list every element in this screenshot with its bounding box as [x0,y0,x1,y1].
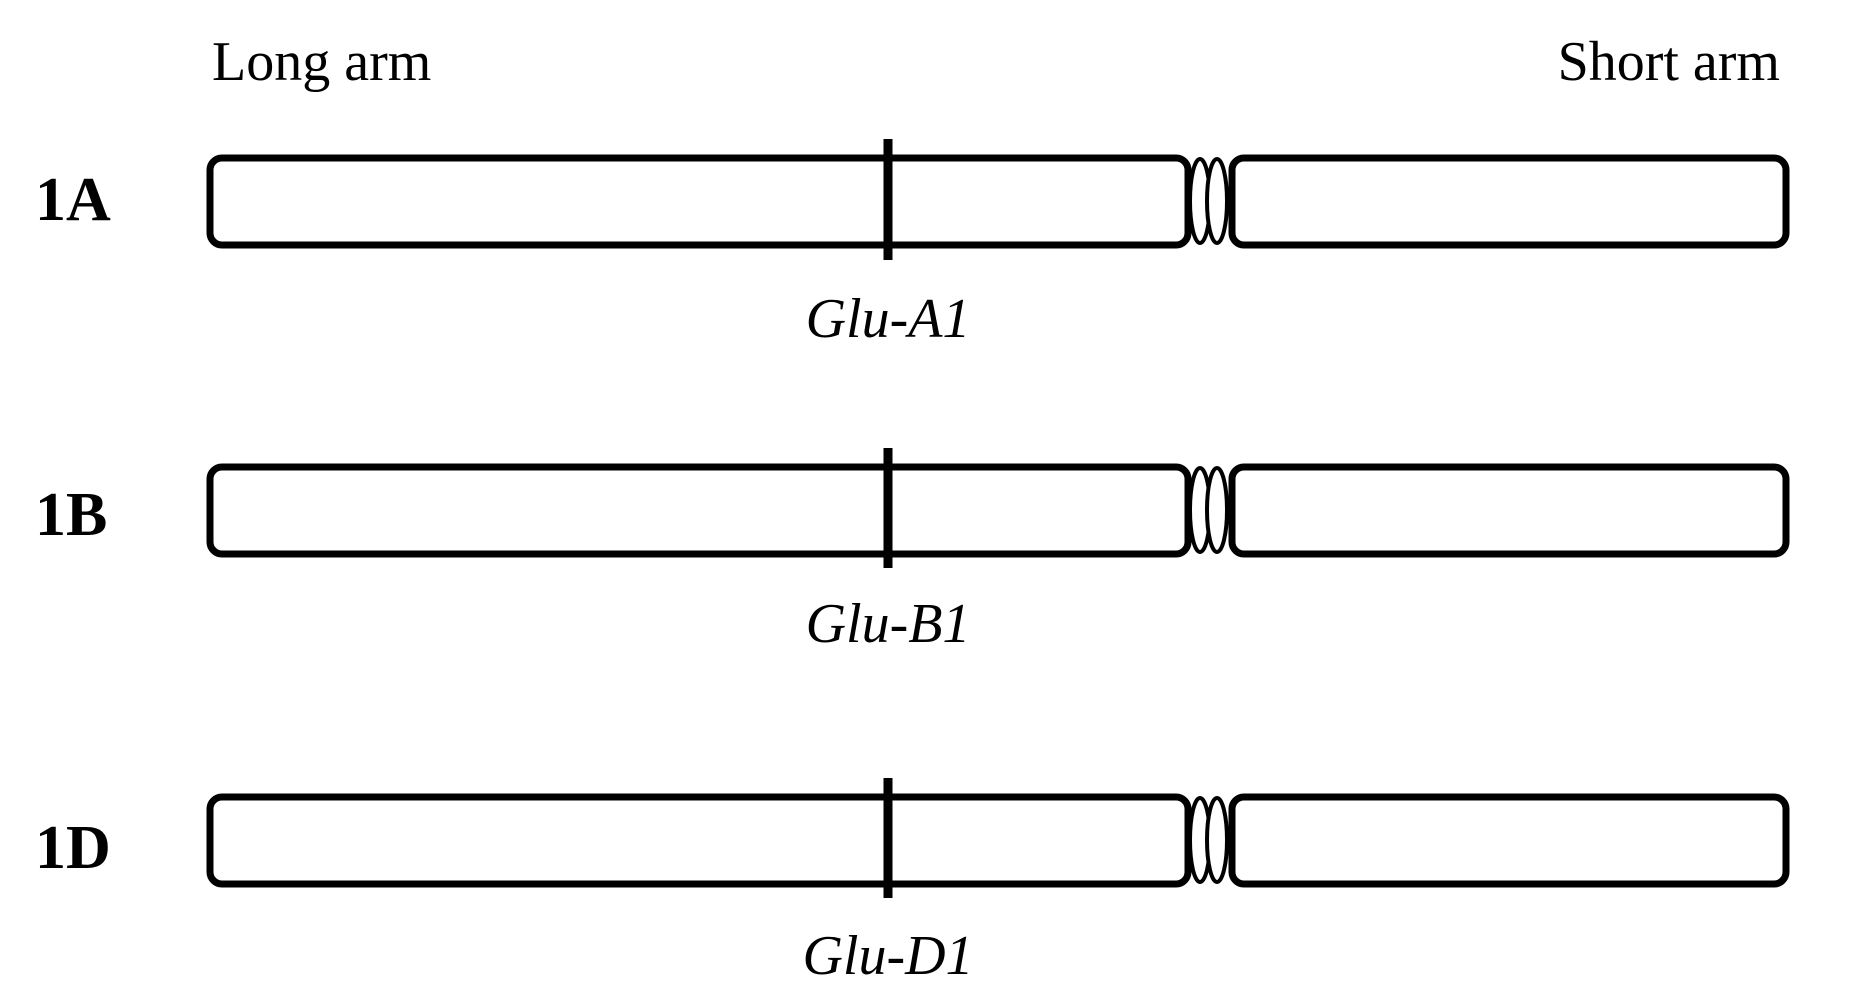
short-arm-label: Short arm [1558,31,1780,93]
short-arm-1b [1228,463,1790,558]
chromosome-label-1a: 1A [35,166,111,234]
chromosome-label-1d: 1D [35,814,111,882]
locus-label-glu-b1: Glu-B1 [806,593,971,655]
long-arm-label: Long arm [212,31,431,93]
short-arm-1d [1228,793,1790,888]
long-arm-1b [206,463,1192,558]
long-arm-1d [206,793,1192,888]
centromere-1d-right [1205,796,1229,884]
locus-label-glu-a1: Glu-A1 [806,288,971,350]
centromere-1a-right [1205,157,1229,245]
chromosome-label-1b: 1B [35,481,107,549]
short-arm-1a [1228,154,1790,249]
chromosome-1b: 1B Glu-B1 [35,448,1790,655]
long-arm-1a [206,154,1192,249]
locus-label-glu-d1: Glu-D1 [802,925,973,987]
chromosome-1a: 1A Glu-A1 [35,139,1790,350]
centromere-1b-right [1205,466,1229,554]
chromosome-1d: 1D Glu-D1 [35,778,1790,987]
